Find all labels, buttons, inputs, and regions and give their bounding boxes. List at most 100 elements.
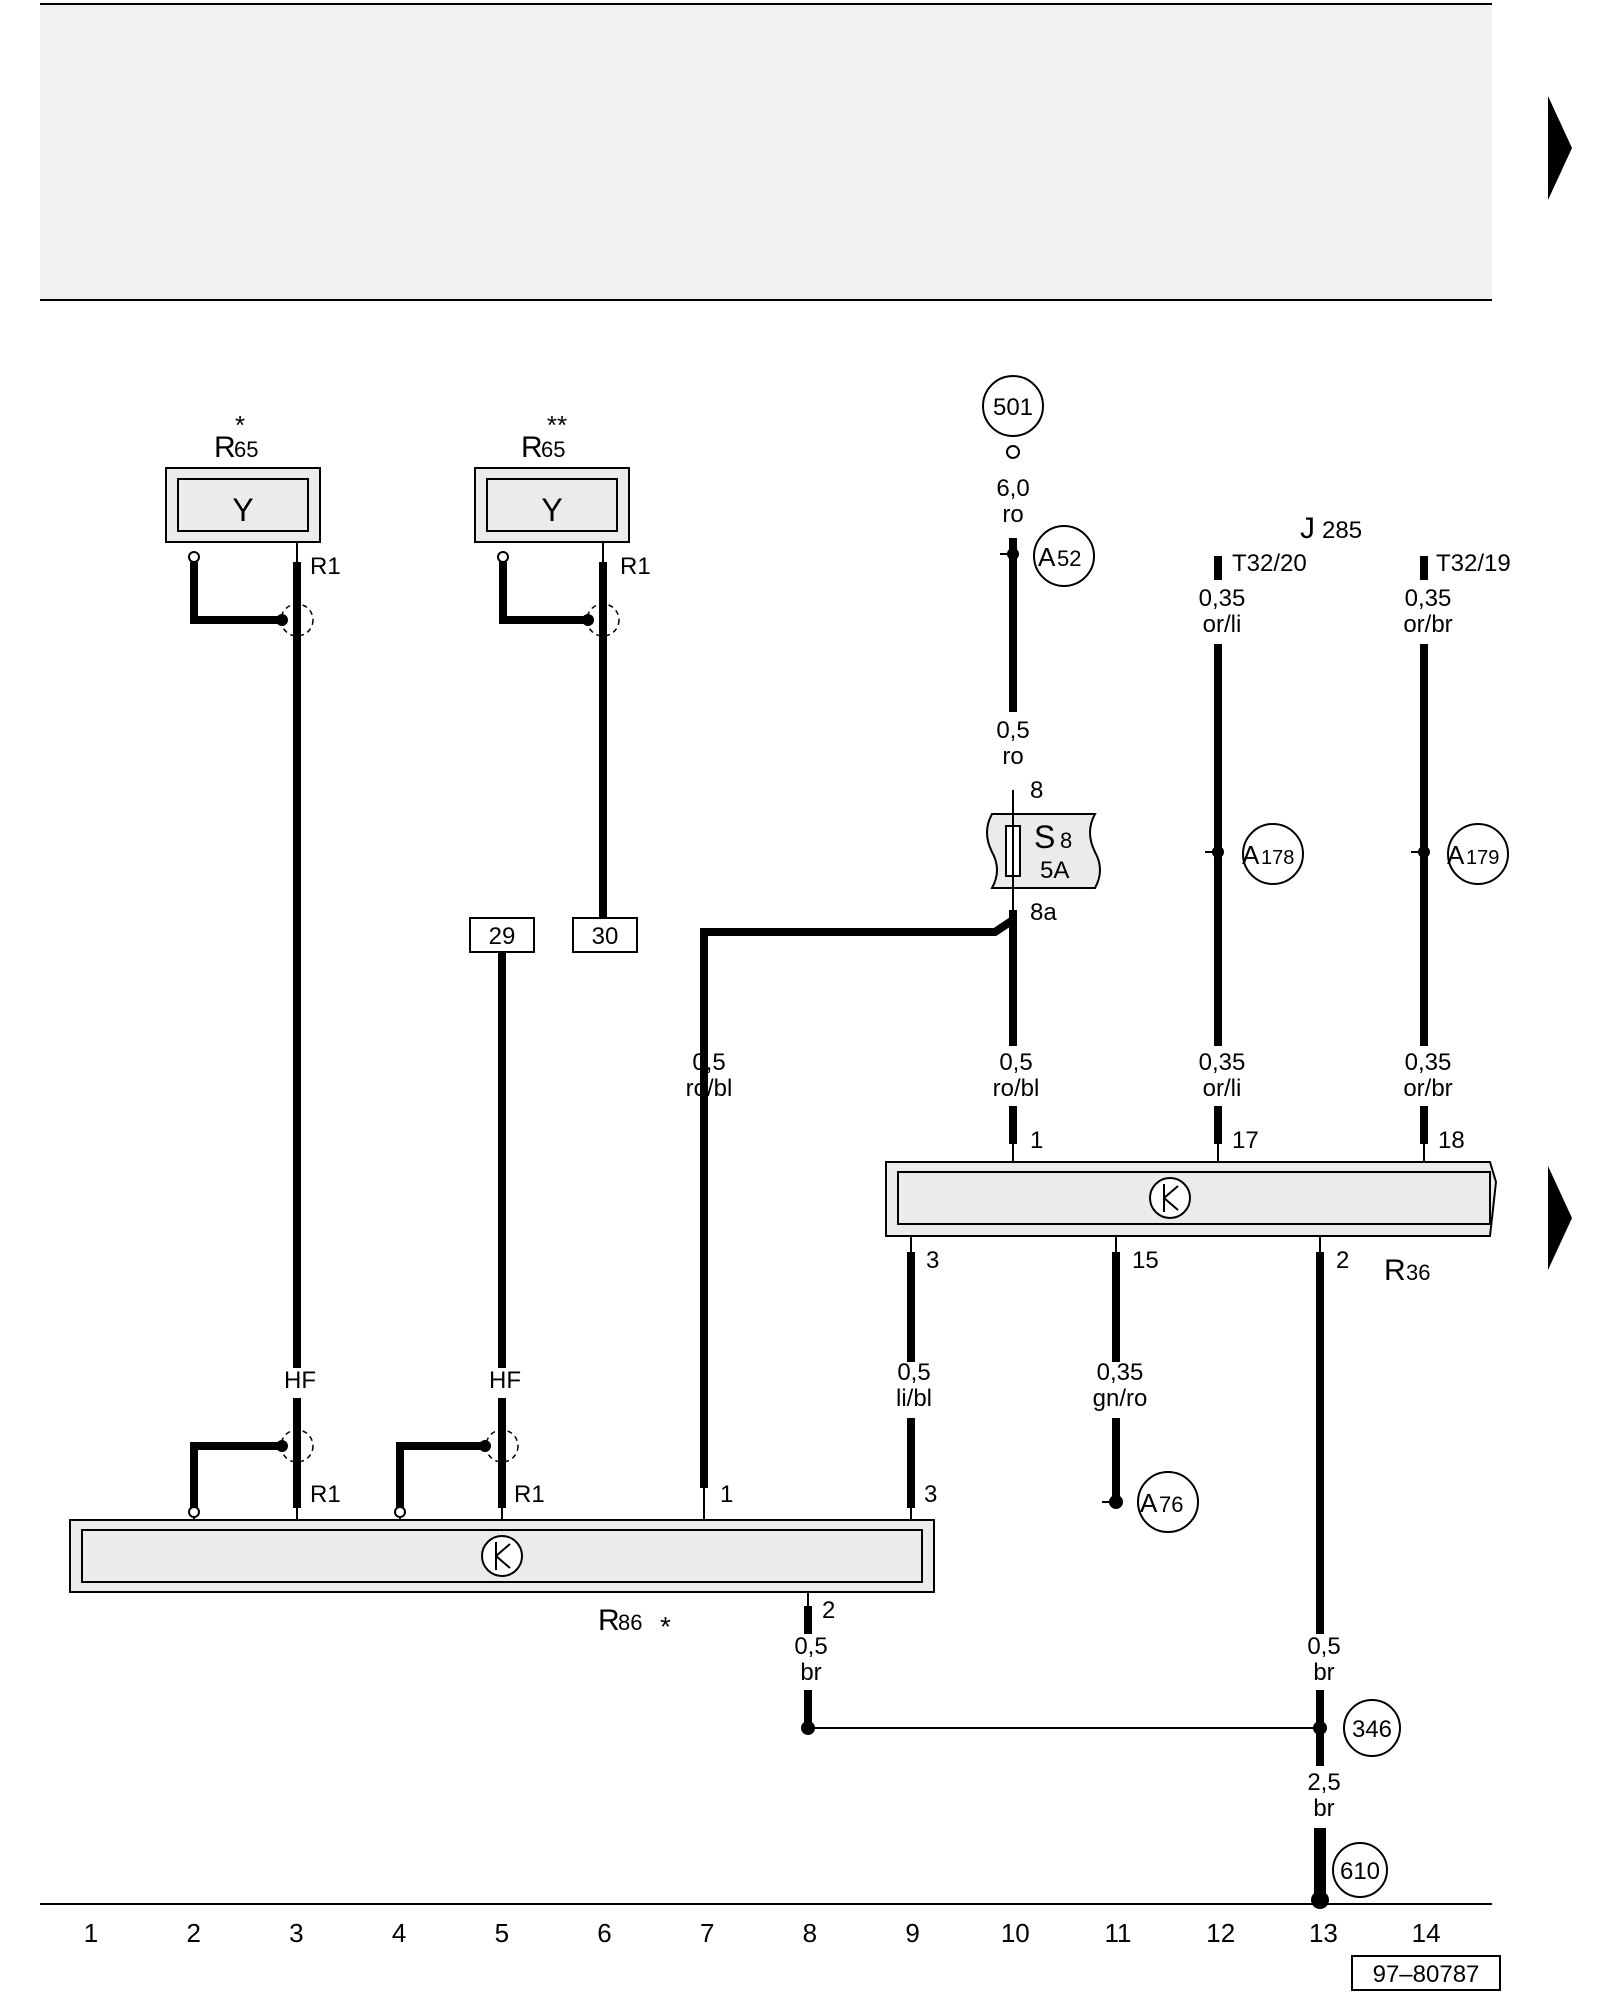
r86-radio-symbol xyxy=(481,1535,523,1577)
r36-pin-15: 15 xyxy=(1132,1247,1159,1274)
wire-col9-color: li/bl xyxy=(896,1385,932,1412)
page-arrow-top xyxy=(1548,96,1572,200)
component-r65-b: R 65 ** Y R1 xyxy=(474,410,651,580)
r65-b-ground-pin xyxy=(497,551,509,563)
grid-number-7: 7 xyxy=(700,1918,714,1948)
fuse-pin-out: 8a xyxy=(1030,899,1057,926)
a52-sub: 52 xyxy=(1057,546,1081,571)
grid-number-3: 3 xyxy=(289,1918,303,1948)
wire-col9-size: 0,5 xyxy=(897,1359,930,1386)
hf-label-b: HF xyxy=(489,1367,521,1394)
a76-letter: A xyxy=(1140,1488,1158,1518)
r36-pin-3: 3 xyxy=(926,1247,939,1274)
fuse-pin-in: 8 xyxy=(1030,777,1043,804)
r65-a-pin-r1: R1 xyxy=(310,553,341,580)
r86-letter: R xyxy=(598,1604,620,1637)
connector-a76 xyxy=(1137,1471,1199,1533)
r86-shield-b-node xyxy=(479,1440,491,1452)
r36-inner xyxy=(897,1171,1491,1225)
wire-col13-color: br xyxy=(1313,1659,1334,1686)
stubs-r36-bottom xyxy=(910,1236,1321,1252)
drawing-number: 97–80787 xyxy=(1373,1961,1480,1988)
wire-col12-top-size: 0,35 xyxy=(1199,585,1246,612)
r86-pin-1: 1 xyxy=(720,1481,733,1508)
grid-number-12: 12 xyxy=(1206,1918,1235,1948)
r65-b-pin-r1: R1 xyxy=(620,553,651,580)
circle-610 xyxy=(1332,1842,1388,1898)
wire-col14-top-size: 0,35 xyxy=(1405,585,1452,612)
pin-stubs xyxy=(193,542,1425,1606)
wire-r86-shield-b xyxy=(396,1442,485,1508)
node-610 xyxy=(1311,1891,1329,1909)
grid-number-6: 6 xyxy=(597,1918,611,1948)
grid-number-1: 1 xyxy=(84,1918,98,1948)
grid-number-5: 5 xyxy=(495,1918,509,1948)
grid-number-10: 10 xyxy=(1001,1918,1030,1948)
terminal-29 xyxy=(469,917,535,953)
r36-sub: 36 xyxy=(1406,1260,1430,1285)
r86-symbol-glyph xyxy=(495,1542,511,1570)
r65-b-shield-node xyxy=(582,614,594,626)
wire-col8-color: br xyxy=(800,1659,821,1686)
connector-a52 xyxy=(1033,525,1095,587)
page-arrow-middle xyxy=(1548,1166,1572,1270)
wire-col13b-color: br xyxy=(1313,1795,1334,1822)
r86-mark: * xyxy=(660,1611,671,1642)
wire-col12-bot-size: 0,35 xyxy=(1199,1049,1246,1076)
wire-col11-size: 0,35 xyxy=(1097,1359,1144,1386)
wire-col12-bot-color: or/li xyxy=(1203,1075,1242,1102)
grid-number-14: 14 xyxy=(1412,1918,1441,1948)
r65-a-shield-node xyxy=(276,614,288,626)
r86-pin-r1-a: R1 xyxy=(310,1481,341,1508)
circle-501 xyxy=(982,375,1044,437)
r65-a-mark: * xyxy=(235,410,245,440)
a178-letter: A xyxy=(1242,840,1260,870)
circle-346 xyxy=(1343,1699,1401,1757)
fuse-letter: S xyxy=(1034,819,1055,855)
r36-pin-2: 2 xyxy=(1336,1247,1349,1274)
wire-col12-top-color: or/li xyxy=(1203,611,1242,638)
component-r36: 1 17 18 3 15 2 R 36 xyxy=(885,1127,1498,1287)
wire-col10-size: 0,5 xyxy=(999,1049,1032,1076)
wire-col14-bot-color: or/br xyxy=(1403,1075,1452,1102)
wire-col7-color: ro/bl xyxy=(686,1075,733,1102)
connector-a178 xyxy=(1242,823,1304,885)
r86-shield-a-ring xyxy=(280,1429,314,1463)
r65-a-letter: R xyxy=(214,431,236,464)
r86-pin-r1-b: R1 xyxy=(514,1481,545,1508)
r65-a-inner xyxy=(177,478,309,532)
wire-501-color: ro xyxy=(1002,501,1023,528)
grid-number-2: 2 xyxy=(186,1918,200,1948)
terminal-501-pin xyxy=(1006,445,1020,459)
wire-col7 xyxy=(700,916,1016,1488)
r65-b-inner xyxy=(486,478,618,532)
r65-a-symbol: Y xyxy=(232,492,253,528)
wire-col8-size: 0,5 xyxy=(794,1633,827,1660)
wire-col13-size: 0,5 xyxy=(1307,1633,1340,1660)
grid-number-9: 9 xyxy=(905,1918,919,1948)
wire-col11-color: gn/ro xyxy=(1093,1385,1148,1412)
r65-a-ground-pin xyxy=(188,551,200,563)
wire-col14-bot-size: 0,35 xyxy=(1405,1049,1452,1076)
wire-col7-size: 0,5 xyxy=(692,1049,725,1076)
r65-b-sub: 65 xyxy=(541,437,565,462)
r86-sub: 86 xyxy=(618,1610,642,1635)
wire-r65-a-shield xyxy=(190,562,282,624)
component-r86: R1 R1 1 3 2 R 86 * xyxy=(69,1481,937,1642)
header-band xyxy=(40,4,1492,300)
a52-letter: A xyxy=(1038,542,1056,572)
r86-pin-3: 3 xyxy=(924,1481,937,1508)
r36-radio-symbol xyxy=(1149,1177,1191,1219)
wire-r65-b-shield xyxy=(499,562,588,624)
wire-fuse-in-color: ro xyxy=(1002,743,1023,770)
r86-shield-b-ring xyxy=(485,1429,519,1463)
r36-symbol-glyph xyxy=(1163,1184,1179,1212)
wire-501-size: 6,0 xyxy=(996,475,1029,502)
r86-ground-pin-a xyxy=(188,1506,200,1518)
wire-fuse-in-size: 0,5 xyxy=(996,717,1029,744)
r65-b-mark: ** xyxy=(547,410,567,440)
fuse-rating: 5A xyxy=(1040,857,1069,884)
circle-346-label: 346 xyxy=(1352,1716,1392,1743)
j285-letter: J xyxy=(1300,512,1315,545)
r86-pin-2: 2 xyxy=(822,1597,835,1624)
